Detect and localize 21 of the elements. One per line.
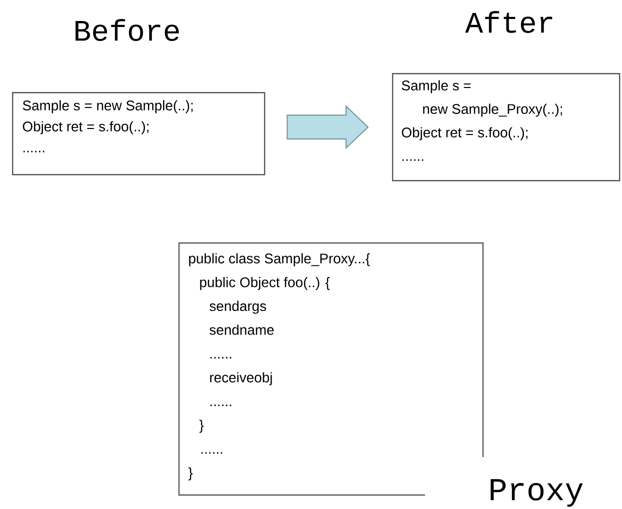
node-label: receiveobj	[210, 372, 272, 386]
node-label: Sample s =	[402, 80, 471, 94]
node-label: Object ret = s.foo(..);	[402, 127, 528, 140]
code-box: Sample s = new Sample_Proxy(..); Object ret = s.foo(..); ......	[392, 73, 620, 182]
node-label: sendname	[210, 324, 274, 335]
heading: Before	[76, 19, 179, 41]
heading: Proxy	[490, 479, 583, 507]
node-label: }	[199, 420, 204, 433]
node-label: public class Sample_Proxy...{	[189, 253, 370, 266]
heading: After	[465, 11, 552, 33]
node-label: ......	[210, 404, 232, 406]
code-box: Sample s = new Sample(..); Object ret = s.foo(..); ......	[12, 92, 266, 176]
node-label: new Sample_Proxy(..);	[423, 104, 562, 117]
node-label: }	[188, 467, 193, 480]
block-arrow	[286, 105, 369, 150]
node-label: ......	[402, 159, 424, 161]
node-label: ......	[210, 357, 232, 358]
node-label: ......	[201, 452, 222, 454]
node-label: public Object foo(..) {	[200, 276, 330, 290]
node-label: sendargs	[210, 300, 266, 314]
code-box: public class Sample_Proxy...{ public Object foo(..) { sendargs sendname ...... receiveobj ...... } ...... }	[178, 242, 484, 496]
